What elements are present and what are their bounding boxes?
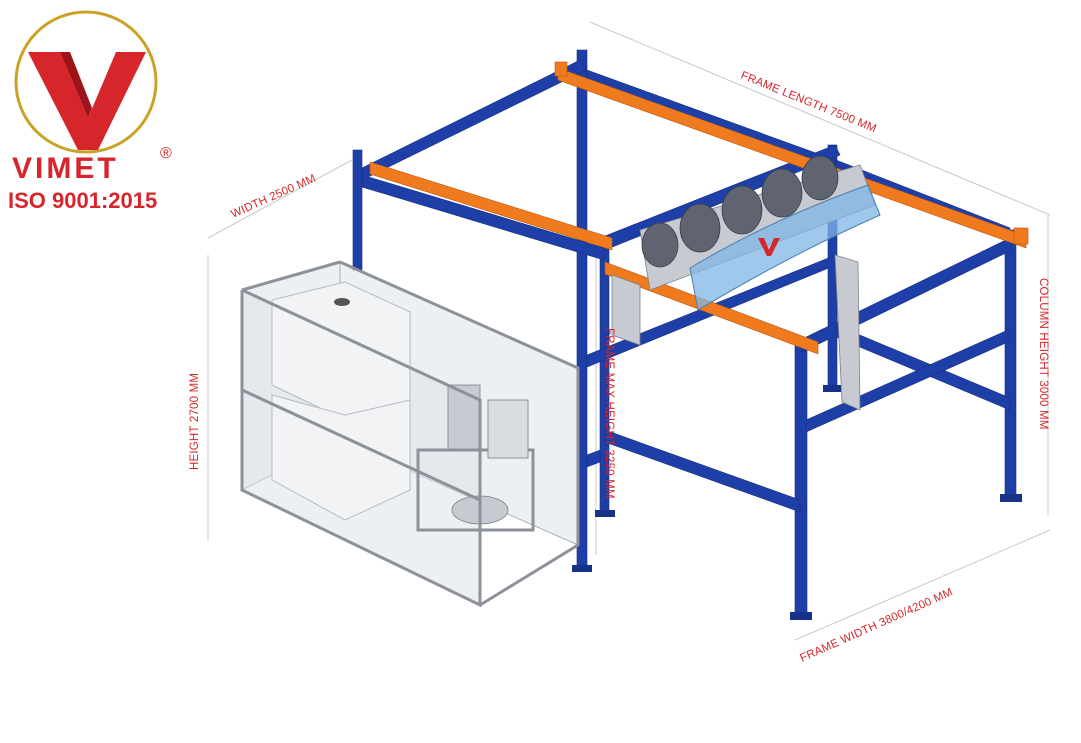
logo-certification: ISO 9001:2015 — [8, 188, 157, 213]
dimension-lines — [207, 21, 1051, 641]
roller-icon — [641, 222, 679, 268]
pump-skid — [416, 448, 535, 532]
vimet-logo: VIMET ® ISO 9001:2015 — [8, 10, 172, 213]
width-label: WIDTH 2500 MM — [229, 173, 317, 221]
tank-cap-icon — [334, 298, 350, 306]
roller-icon — [679, 203, 721, 253]
column-height-label: COLUMN HEIGHT 3000 MM — [1037, 278, 1049, 430]
beam-low-front — [604, 429, 801, 513]
beam-top-left — [361, 174, 605, 261]
carriage-shield — [689, 184, 881, 311]
water-treatment-enclosure — [240, 260, 580, 608]
column-front-center — [794, 344, 808, 616]
beam-top-back — [361, 59, 587, 181]
rail-left — [369, 161, 613, 251]
hanging-arm — [611, 274, 641, 346]
ibc-tank-lower — [271, 394, 411, 521]
logo-brand: VIMET — [12, 152, 119, 185]
roller-icon — [801, 155, 839, 201]
column-front-right — [1004, 229, 1017, 501]
roller-icon — [721, 185, 763, 235]
height-label: HEIGHT 2700 MM — [189, 373, 201, 470]
column-back-left — [352, 149, 363, 271]
v-mark-icon — [28, 52, 146, 150]
control-cabinet — [447, 384, 481, 451]
logo-ring — [14, 10, 158, 154]
beam-low-right — [835, 324, 1011, 411]
roller-icon — [761, 168, 803, 218]
frame-length-label: FRAME LENGTH 7500 MM — [739, 70, 878, 136]
hanging-arm — [834, 254, 861, 411]
valve-manifold — [487, 399, 529, 459]
shield-logo-icon — [758, 238, 780, 256]
logo-registered: ® — [160, 145, 172, 162]
washing-carriage — [611, 155, 881, 411]
frame-width-label: FRAME WIDTH 3800/4200 MM — [798, 586, 954, 664]
beam-low-left — [586, 449, 601, 468]
frame-max-height-label: FRAME MAX HEIGHT 3250 MM — [603, 328, 615, 499]
